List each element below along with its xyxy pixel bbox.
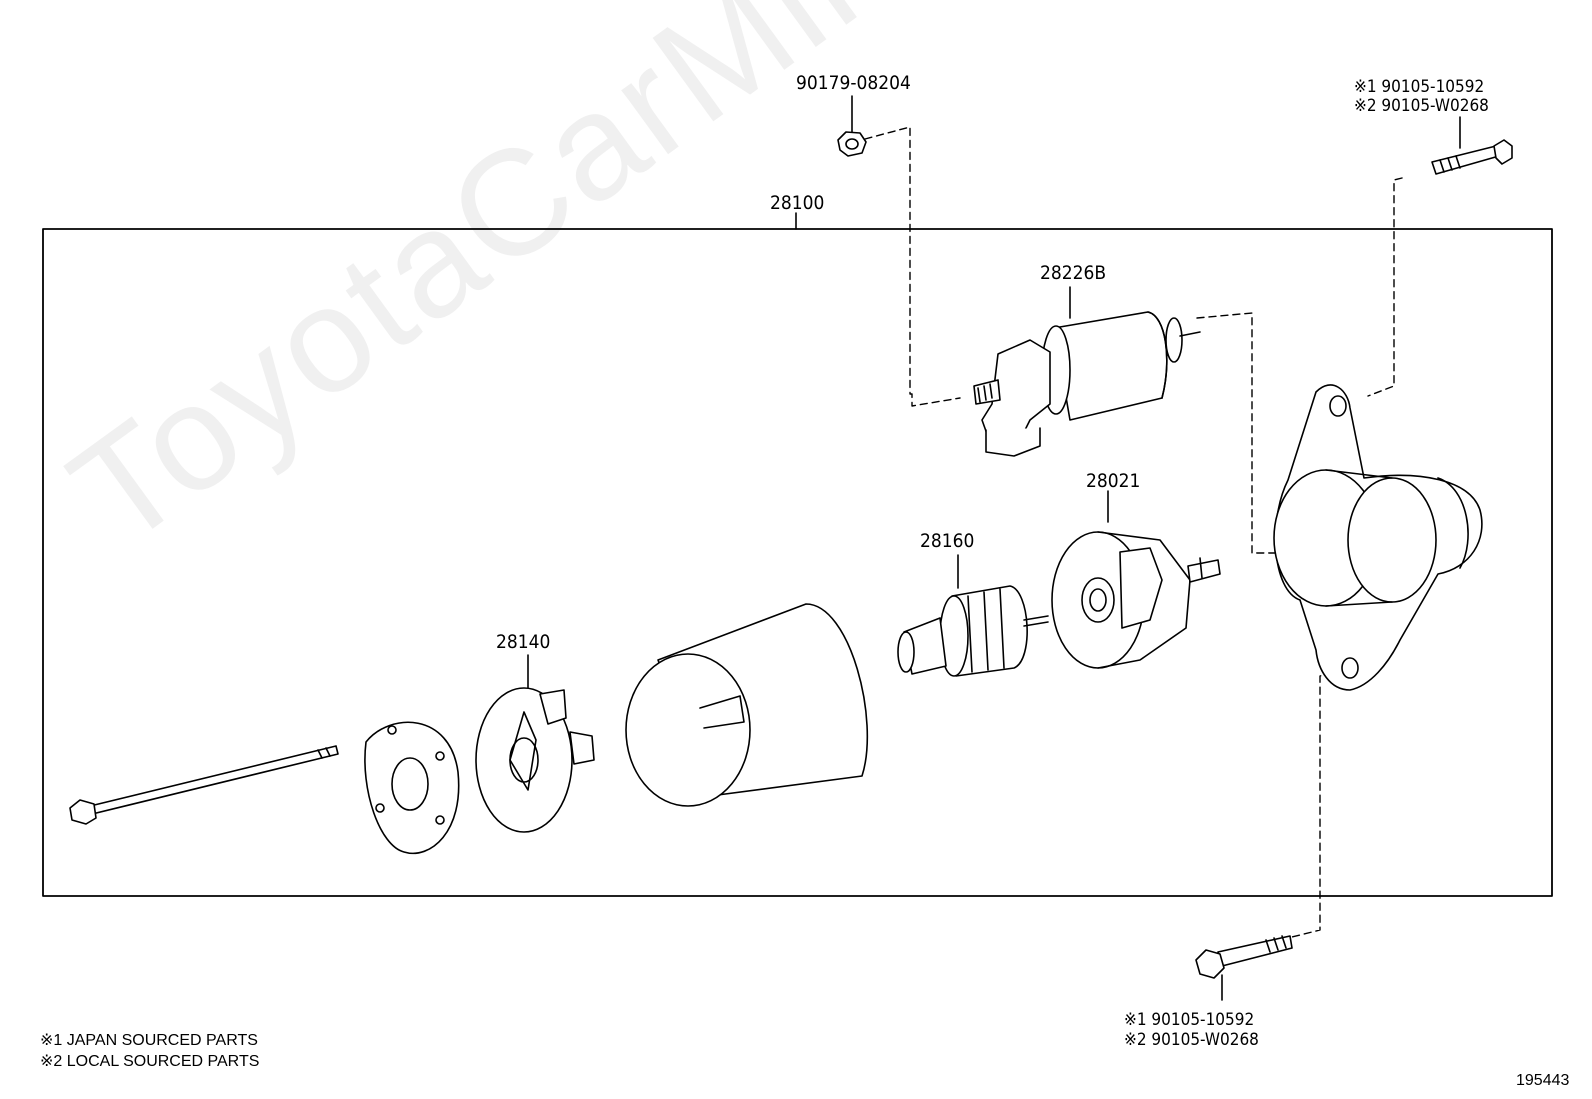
top-bolt-part — [1432, 117, 1512, 174]
legend-note-local: ※2 LOCAL SOURCED PARTS — [40, 1053, 260, 1070]
solenoid-part — [974, 287, 1200, 456]
part-label-nut[interactable]: 90179-08204 — [796, 72, 911, 94]
figure-number: 195443 — [1516, 1072, 1570, 1089]
part-label-end-frame[interactable]: 28140 — [496, 631, 551, 653]
part-label-armature[interactable]: 28160 — [920, 530, 975, 552]
part-label-top-bolt-2[interactable]: ※2 90105-W0268 — [1354, 96, 1489, 116]
end-frame-part — [476, 655, 594, 832]
through-bolt-part — [70, 746, 338, 824]
part-label-top-bolt-1[interactable]: ※1 90105-10592 — [1354, 77, 1485, 97]
end-plate-part — [365, 722, 459, 853]
assembly-box — [43, 229, 1552, 896]
nut-part — [838, 96, 866, 156]
legend-note-japan: ※1 JAPAN SOURCED PARTS — [40, 1032, 258, 1049]
armature-part — [898, 555, 1048, 676]
part-label-brush-holder[interactable]: 28021 — [1086, 470, 1141, 492]
assembly-label[interactable]: 28100 — [770, 192, 825, 214]
bottom-bolt-part — [1196, 936, 1292, 1000]
drive-housing-part — [1274, 385, 1482, 690]
brush-holder-part — [1052, 491, 1220, 668]
part-label-bottom-bolt-1[interactable]: ※1 90105-10592 — [1124, 1010, 1255, 1030]
part-label-bottom-bolt-2[interactable]: ※2 90105-W0268 — [1124, 1030, 1259, 1050]
part-label-solenoid[interactable]: 28226B — [1040, 262, 1107, 284]
yoke-part — [626, 604, 867, 806]
